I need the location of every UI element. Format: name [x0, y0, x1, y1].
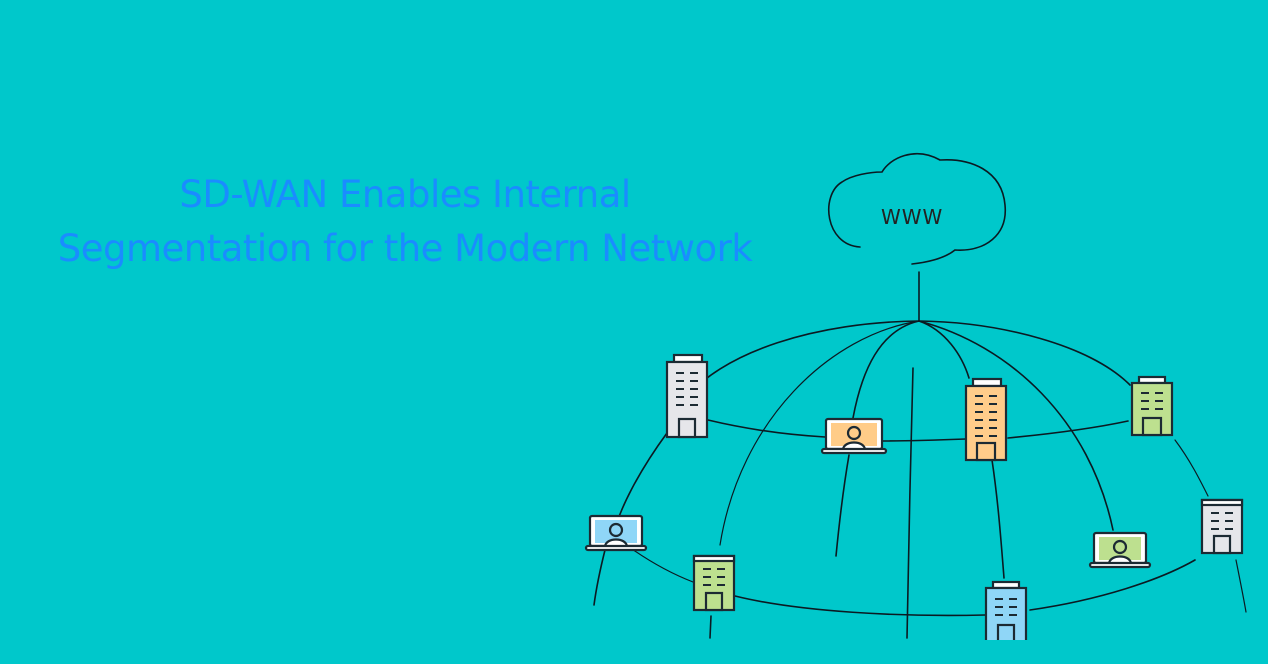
- laptop-user-icon-orange: [820, 417, 888, 455]
- building-icon-gray-2: [1200, 498, 1244, 555]
- building-icon-gray-1: [665, 353, 709, 439]
- building-icon-green-1: [1130, 375, 1174, 437]
- title-line-1: SD-WAN Enables Internal: [179, 173, 631, 216]
- cloud-label: WWW: [881, 205, 943, 229]
- globe-grid: [593, 320, 1247, 639]
- title-line-2: Segmentation for the Modern Network: [57, 227, 753, 270]
- bottom-mask: [580, 640, 1268, 664]
- laptop-user-icon-blue: [584, 514, 648, 552]
- laptop-user-icon-green: [1088, 531, 1152, 569]
- cloud-icon: WWW: [828, 152, 1006, 265]
- banner-title: SD-WAN Enables Internal Segmentation for…: [30, 168, 780, 276]
- building-icon-orange: [964, 377, 1008, 462]
- building-icon-blue: [984, 580, 1028, 644]
- building-icon-green-2: [692, 554, 736, 612]
